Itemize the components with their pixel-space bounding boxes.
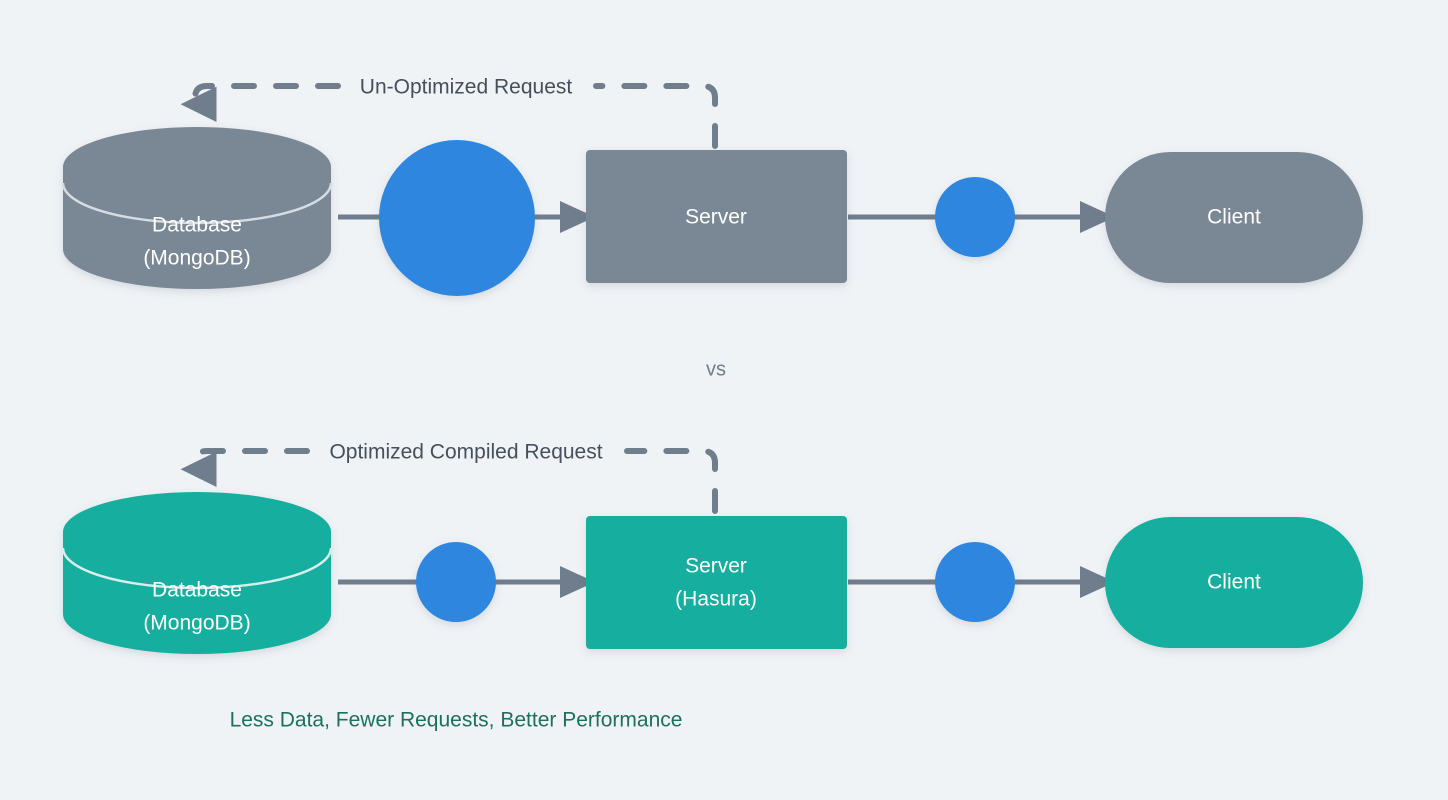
dashed-path-left-segment — [180, 83, 341, 122]
dashed-path-right-segment — [593, 83, 718, 149]
vs-divider-label: vs — [706, 358, 726, 380]
summary-caption: Less Data, Fewer Requests, Better Perfor… — [230, 709, 683, 732]
client-node-optimized[interactable] — [1105, 517, 1363, 648]
unoptimized-request-label: Un-Optimized Request — [360, 76, 573, 99]
payload-circle-large-icon — [379, 140, 535, 296]
optimized-request-label: Optimized Compiled Request — [329, 441, 602, 464]
payload-circle-small-icon-top — [935, 177, 1015, 257]
database-cylinder-top-optimized — [63, 492, 331, 572]
database-subtitle-unoptimized: (MongoDB) — [143, 247, 250, 270]
client-title-unoptimized: Client — [1207, 206, 1261, 229]
dashed-path-left-segment-optimized — [180, 448, 310, 487]
server-subtitle-optimized: (Hasura) — [675, 588, 757, 611]
unoptimized-request-path: Un-Optimized Request — [180, 76, 718, 149]
row-optimized: Optimized Compiled Request Database (Mon… — [61, 441, 1363, 654]
database-node-optimized[interactable] — [61, 492, 333, 654]
database-title-unoptimized: Database — [152, 214, 242, 237]
client-title-optimized: Client — [1207, 571, 1261, 594]
server-title-unoptimized: Server — [685, 206, 747, 229]
payload-circle-small-icon-middle — [416, 542, 496, 622]
database-subtitle-optimized: (MongoDB) — [143, 612, 250, 635]
server-title-optimized: Server — [685, 555, 747, 578]
database-node-unoptimized[interactable] — [61, 127, 333, 289]
row-unoptimized: Un-Optimized Request Database (MongoDB) … — [61, 76, 1363, 296]
database-cylinder-rim-line-optimized — [61, 547, 333, 590]
database-cylinder-rim-line — [61, 182, 333, 225]
database-cylinder-top — [63, 127, 331, 207]
database-title-optimized: Database — [152, 579, 242, 602]
dashed-path-right-segment-optimized — [624, 448, 718, 514]
client-node-unoptimized[interactable] — [1105, 152, 1363, 283]
optimized-request-path: Optimized Compiled Request — [180, 441, 718, 514]
payload-circle-small-icon-bottom — [935, 542, 1015, 622]
server-node-optimized[interactable] — [586, 516, 847, 649]
server-node-unoptimized[interactable] — [586, 150, 847, 283]
